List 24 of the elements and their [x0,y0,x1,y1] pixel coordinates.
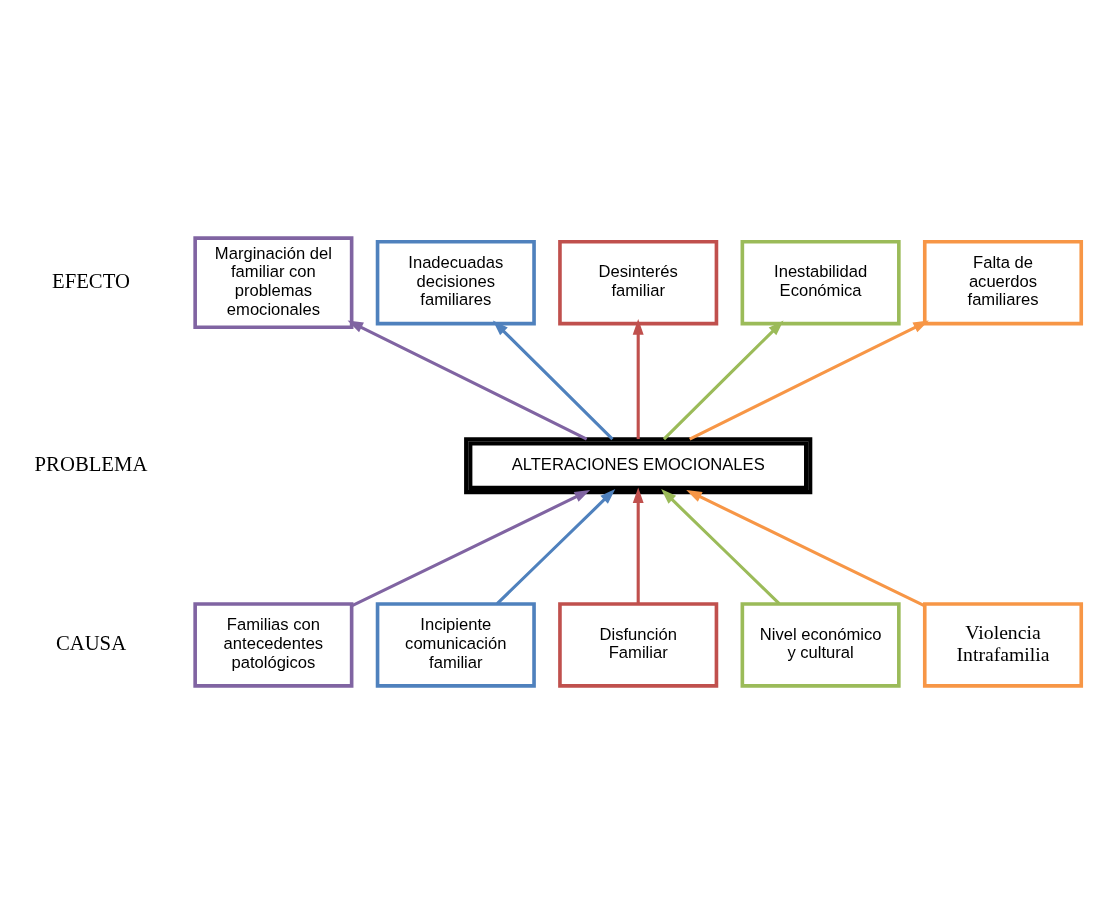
arrow [492,320,614,441]
arrow [496,488,616,605]
node-box: ALTERACIONES EMOCIONALES [464,437,813,495]
arrow [686,490,926,608]
node-box: Falta de acuerdos familiares [922,239,1084,326]
node-box: Incipiente comunicación familiar [375,602,536,688]
node-box: Inadecuadas decisiones familiares [375,239,536,326]
node-box: Nivel económico y cultural [740,602,901,688]
node-box: Desinterés familiar [558,239,719,326]
label: EFECTO [52,269,130,292]
arrow [347,320,588,441]
node-box: Violencia Intrafamilia [922,602,1084,688]
arrow [662,320,784,441]
node-box: Disfunción Familiar [558,602,719,688]
arrow [350,490,591,608]
node-box: Familias con antecedentes patológicos [193,602,354,688]
arrow [632,319,644,440]
label: CAUSA [55,632,127,655]
arrow [661,488,781,605]
node-box: Marginación del familiar con problemas emocionales [193,236,354,330]
arrow [632,487,644,604]
arrow [689,320,929,441]
label: PROBLEMA [34,452,148,475]
node-box: Inestabilidad Económica [740,239,901,326]
